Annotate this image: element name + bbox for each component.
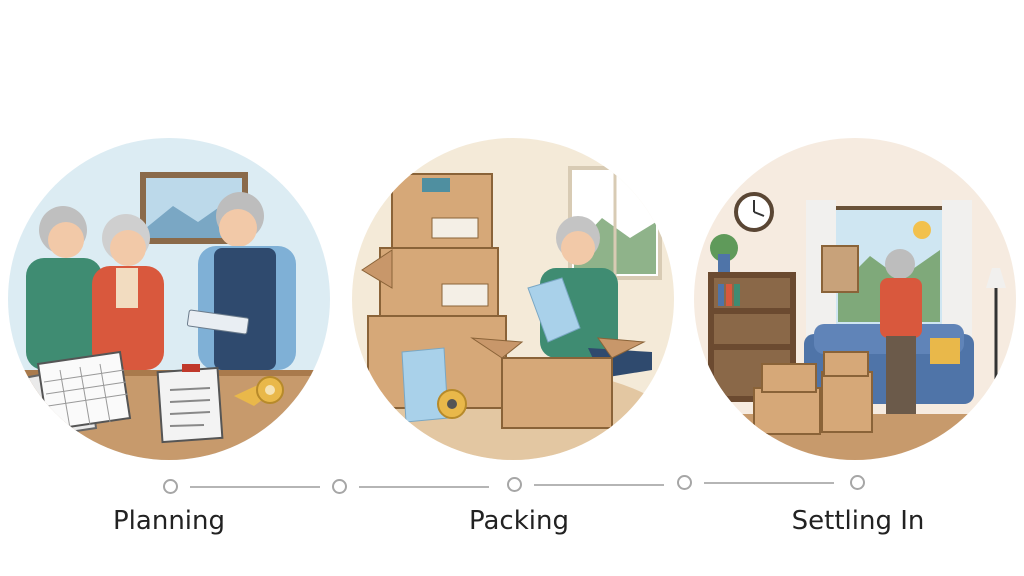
person-advisor-vest xyxy=(214,248,276,370)
step-label-settling-in: Settling In xyxy=(791,506,925,536)
moving-boxes xyxy=(753,351,873,435)
timeline-connector xyxy=(534,484,664,486)
family-photo xyxy=(821,245,859,293)
tablet xyxy=(186,309,250,335)
settler-hair xyxy=(885,249,915,279)
timeline-node-2 xyxy=(332,479,347,494)
timeline-node-3 xyxy=(507,477,522,492)
timeline-node-5 xyxy=(850,475,865,490)
timeline-connector xyxy=(359,486,489,488)
step-label-packing: Packing xyxy=(468,506,570,536)
settling-in-illustration xyxy=(694,138,1016,460)
timeline-node-4 xyxy=(677,475,692,490)
timeline-connector xyxy=(704,482,834,484)
settler-sweater xyxy=(880,278,922,338)
packing-illustration xyxy=(352,138,674,460)
planning-illustration xyxy=(8,138,330,460)
tape-dispenser xyxy=(437,389,467,419)
open-box xyxy=(470,337,646,429)
step-label-planning: Planning xyxy=(113,506,225,536)
person-green-sweater xyxy=(26,258,102,370)
timeline-connector xyxy=(190,486,320,488)
tape-roll xyxy=(234,376,284,406)
person-red-sweater xyxy=(92,266,164,370)
checklist-clipboard xyxy=(156,364,224,444)
timeline-node-1 xyxy=(163,479,178,494)
timeline xyxy=(0,470,1024,500)
bubble-wrap xyxy=(527,277,581,343)
